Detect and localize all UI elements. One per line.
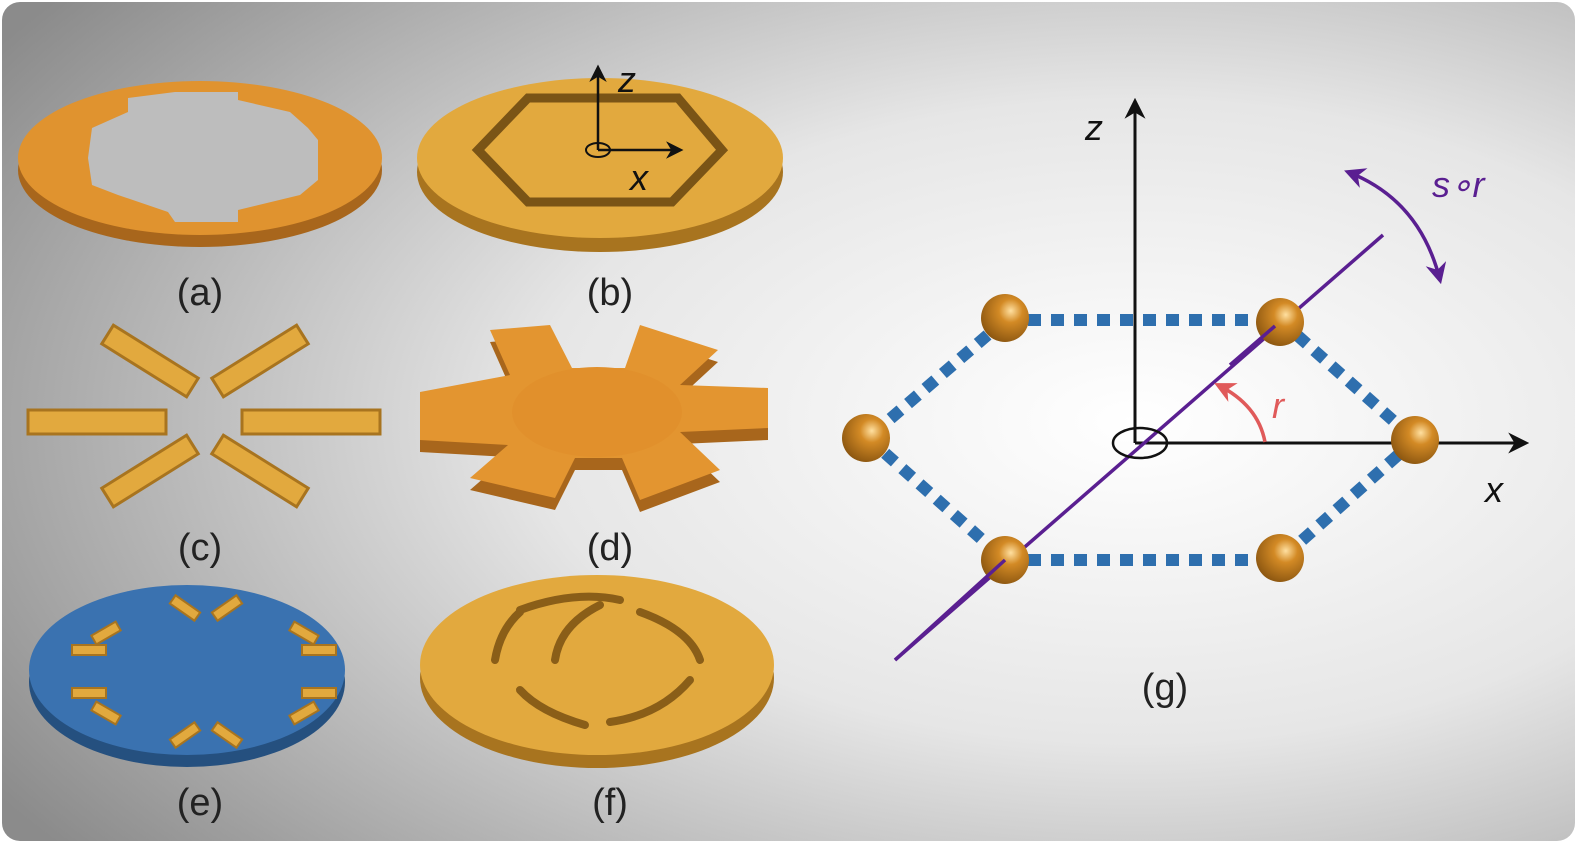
dotted-bonds	[864, 314, 1419, 566]
panel-c-bars	[26, 323, 382, 509]
panel-b-x-label: x	[628, 157, 650, 198]
panel-b-disc	[417, 64, 783, 252]
panel-e-label: (e)	[177, 782, 223, 824]
panel-f-label: (f)	[592, 782, 628, 824]
r-rotation-arrow	[1214, 383, 1267, 443]
panel-g-z-label: z	[1084, 107, 1103, 148]
panel-d-label: (d)	[587, 527, 633, 569]
panel-g-label: (g)	[1142, 667, 1188, 709]
panel-d-star	[420, 325, 768, 512]
panel-e-blue-disc	[29, 585, 345, 767]
panel-g-x-label: x	[1483, 469, 1505, 510]
r-label: r	[1272, 385, 1286, 426]
panel-g-hexagon	[842, 97, 1530, 662]
panel-a-label: (a)	[177, 272, 223, 314]
panel-a-ring	[18, 81, 382, 247]
panel-b-label: (b)	[587, 272, 633, 314]
rotation-axis	[893, 233, 1385, 662]
panel-c-label: (c)	[178, 527, 222, 569]
s-r-label: s∘r	[1432, 164, 1487, 205]
s-r-rotation-arrow	[1344, 168, 1447, 285]
origin-marker	[1111, 426, 1169, 460]
panel-f-spiral-disc	[420, 575, 774, 768]
panel-b-z-label: z	[617, 59, 636, 100]
